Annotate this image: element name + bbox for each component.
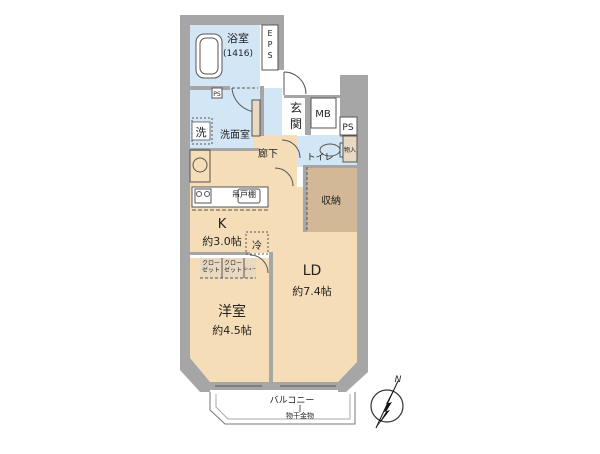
entrance-label-1: 玄 bbox=[290, 100, 302, 115]
labels: 浴室 (1416) E P S PS 玄 関 MB PS 洗 洗面室 廊下 トイ… bbox=[191, 29, 356, 420]
storage-floor bbox=[305, 167, 357, 232]
entrance-door-arc bbox=[283, 71, 307, 95]
mb-label: MB bbox=[315, 109, 331, 120]
ld-floor bbox=[272, 187, 357, 382]
wash-shelf bbox=[251, 99, 261, 137]
western-door-arc bbox=[249, 254, 269, 274]
cabinet-label: シュー bbox=[244, 266, 256, 271]
fridge-label: 冷 bbox=[252, 239, 262, 252]
drying-label: 物干金物 bbox=[286, 411, 314, 420]
wall-right bbox=[357, 135, 368, 370]
toilet-shelf bbox=[342, 135, 358, 163]
toilet-door-arc bbox=[281, 139, 301, 159]
eps-label-p: P bbox=[268, 40, 273, 49]
ld-area: 約7.4帖 bbox=[292, 284, 332, 298]
bath-label: 浴室 bbox=[227, 31, 249, 45]
compass-north-label: N bbox=[395, 375, 402, 385]
closet-2-label-2: ゼット bbox=[224, 266, 242, 274]
wall-eps-right bbox=[278, 15, 284, 70]
corridor-label: 廊下 bbox=[258, 147, 278, 160]
storage-label: 収納 bbox=[321, 194, 341, 207]
wall-entrance-top bbox=[284, 95, 344, 98]
wash-ps-box bbox=[211, 87, 223, 99]
bath-size-label: (1416) bbox=[223, 49, 253, 59]
closet-1-floor bbox=[200, 258, 222, 278]
wall-western-right bbox=[269, 252, 273, 382]
western-label: 洋室 bbox=[218, 303, 246, 320]
corridor-floor bbox=[253, 135, 297, 187]
kitchen-sink bbox=[237, 188, 261, 204]
entrance-floor bbox=[283, 96, 308, 136]
closet-1-label-1: クロー bbox=[202, 260, 220, 267]
closet-2-label-1: クロー bbox=[224, 260, 242, 267]
wash-ps-label: PS bbox=[213, 91, 221, 98]
ps-label: PS bbox=[342, 123, 353, 133]
toilet-label: トイレ bbox=[306, 153, 333, 163]
wash-icon-box bbox=[191, 121, 211, 141]
wash-icon-label: 洗 bbox=[196, 126, 207, 139]
closet-2-floor bbox=[222, 258, 244, 278]
compass-axis bbox=[375, 380, 399, 429]
bathtub-inner bbox=[199, 37, 219, 75]
washer-space bbox=[191, 117, 213, 145]
eps-box bbox=[261, 24, 279, 71]
sink-bowl bbox=[192, 157, 208, 173]
eps-label-e: E bbox=[267, 29, 272, 38]
kitchen-letter: K bbox=[218, 217, 227, 232]
balcony-outline bbox=[209, 392, 356, 425]
stove-burner-1 bbox=[196, 191, 202, 197]
ld-label: LD bbox=[303, 263, 322, 279]
stove-burner-2 bbox=[204, 191, 210, 197]
bathtub bbox=[195, 33, 223, 79]
western-area: 約4.5帖 bbox=[212, 323, 252, 337]
wall-bath-bottom bbox=[190, 86, 230, 90]
entrance-label-2: 関 bbox=[290, 117, 302, 131]
mb-box bbox=[310, 97, 337, 129]
wall-wash-bottom bbox=[190, 148, 260, 151]
washroom-label: 洗面室 bbox=[220, 128, 250, 141]
wall-bottom bbox=[200, 382, 340, 390]
ld-door-arc bbox=[274, 167, 294, 187]
wall-kitchen-bottom bbox=[190, 252, 250, 255]
ps-box bbox=[339, 116, 358, 136]
kitchen-shelf-label: 吊戸棚 bbox=[232, 189, 256, 199]
fixtures bbox=[189, 24, 358, 425]
compass: N bbox=[370, 375, 404, 429]
wall-storage-left bbox=[303, 167, 307, 232]
cabinet-floor bbox=[244, 258, 256, 278]
wall-left bbox=[180, 15, 190, 360]
toilet-shelf-label: 物入 bbox=[344, 146, 356, 154]
eps-label-s: S bbox=[267, 51, 272, 60]
stove-top bbox=[194, 188, 212, 204]
kitchen-area: 約3.0帖 bbox=[202, 234, 242, 248]
wall-column-mid bbox=[305, 95, 311, 135]
fridge-space bbox=[245, 231, 269, 255]
wall-wash-right bbox=[260, 86, 264, 136]
kitchen-counter bbox=[191, 186, 269, 208]
room-fills bbox=[190, 25, 357, 382]
western-room-floor bbox=[190, 258, 272, 382]
balcony-label: バルコニー bbox=[270, 395, 315, 406]
wall-toilet-bottom bbox=[303, 165, 359, 168]
closet-1-label-2: ゼット bbox=[202, 266, 220, 274]
balcony-inner bbox=[215, 394, 351, 420]
wash-strip-floor bbox=[190, 150, 253, 185]
wall-top-left bbox=[180, 15, 278, 25]
sink-counter bbox=[189, 149, 211, 183]
